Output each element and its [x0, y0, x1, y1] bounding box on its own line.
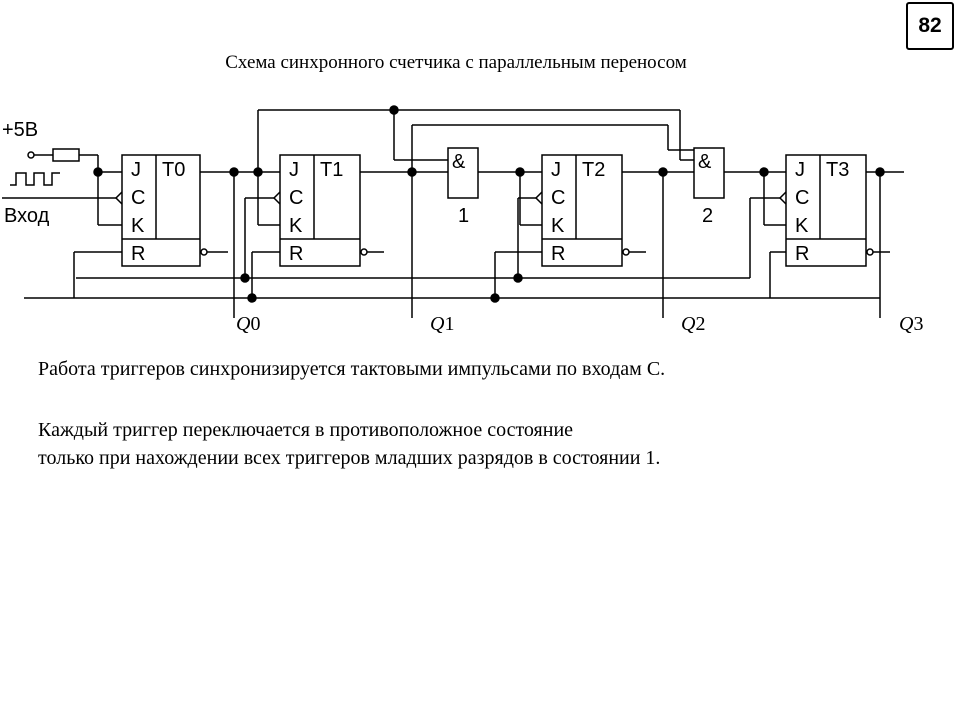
clock-waveform-icon	[10, 172, 60, 186]
svg-text:J: J	[289, 159, 299, 181]
flipflop-label: T2	[582, 159, 605, 181]
junction-dot	[490, 293, 500, 303]
svg-text:&: &	[452, 151, 466, 173]
svg-text:J: J	[551, 159, 561, 181]
svg-text:&: &	[698, 151, 712, 173]
inverted-output	[622, 248, 630, 256]
supply-terminal	[27, 151, 35, 159]
flipflop-t3: J C K R T3	[778, 154, 890, 267]
flipflop-label: T1	[320, 159, 343, 181]
flipflop-label: T0	[162, 159, 185, 181]
flipflop-t1: J C K R T1	[272, 154, 384, 267]
paragraph-toggle-rule: Каждый триггер переключается в противопо…	[38, 416, 660, 472]
q1-net	[360, 124, 694, 318]
svg-text:C: C	[795, 187, 809, 209]
q0-net	[200, 105, 694, 318]
supply-label: +5В	[2, 119, 38, 141]
q2-net	[622, 167, 694, 318]
counter-schematic: +5В Вход	[2, 105, 923, 335]
svg-text:R: R	[551, 243, 565, 265]
gate-number: 2	[702, 205, 713, 227]
clock-edge-icon	[778, 191, 787, 205]
paragraph-line: Каждый триггер переключается в противопо…	[38, 419, 574, 441]
svg-text:R: R	[795, 243, 809, 265]
svg-text:K: K	[795, 215, 809, 237]
svg-text:C: C	[551, 187, 565, 209]
junction-dot	[247, 293, 257, 303]
reset-bus	[24, 251, 880, 303]
svg-text:R: R	[131, 243, 145, 265]
output-label-q1: Q1	[430, 313, 454, 335]
pullup-resistor	[52, 148, 80, 162]
inverted-output	[200, 248, 208, 256]
paragraph-line: Работа триггеров синхронизируется тактов…	[38, 358, 666, 380]
flipflop-t2: J C K R T2	[534, 154, 646, 267]
svg-text:K: K	[289, 215, 303, 237]
svg-text:C: C	[289, 187, 303, 209]
junction-dot	[240, 273, 250, 283]
svg-text:K: K	[551, 215, 565, 237]
flipflop-t0: J C K R T0	[114, 154, 228, 267]
paragraph-sync: Работа триггеров синхронизируется тактов…	[38, 355, 665, 383]
gate-number: 1	[458, 205, 469, 227]
svg-text:C: C	[131, 187, 145, 209]
clock-bus	[76, 197, 780, 283]
clock-edge-icon	[114, 191, 123, 205]
input-label: Вход	[4, 205, 50, 227]
power-and-input: +5В Вход	[2, 119, 122, 227]
gate2-output-net	[724, 167, 786, 226]
flipflop-label: T3	[826, 159, 849, 181]
gate1-output-net	[478, 167, 542, 226]
junction-dot	[513, 273, 523, 283]
inverted-output	[360, 248, 368, 256]
clock-edge-icon	[272, 191, 281, 205]
output-label-q3: Q3	[899, 313, 923, 335]
page-number: 82	[906, 2, 954, 50]
svg-text:K: K	[131, 215, 145, 237]
svg-text:R: R	[289, 243, 303, 265]
inverted-output	[866, 248, 874, 256]
output-label-q2: Q2	[681, 313, 705, 335]
svg-text:J: J	[131, 159, 141, 181]
and-gate-2: & 2	[693, 147, 725, 227]
slide-title: Схема синхронного счетчика с параллельны…	[225, 52, 687, 73]
output-label-q0: Q0	[236, 313, 260, 335]
svg-text:J: J	[795, 159, 805, 181]
and-gate-1: & 1	[447, 147, 479, 227]
paragraph-line: только при нахождении всех триггеров мла…	[38, 447, 661, 469]
q3-net	[866, 167, 904, 318]
junction-dot	[229, 167, 239, 177]
clock-edge-icon	[534, 191, 543, 205]
